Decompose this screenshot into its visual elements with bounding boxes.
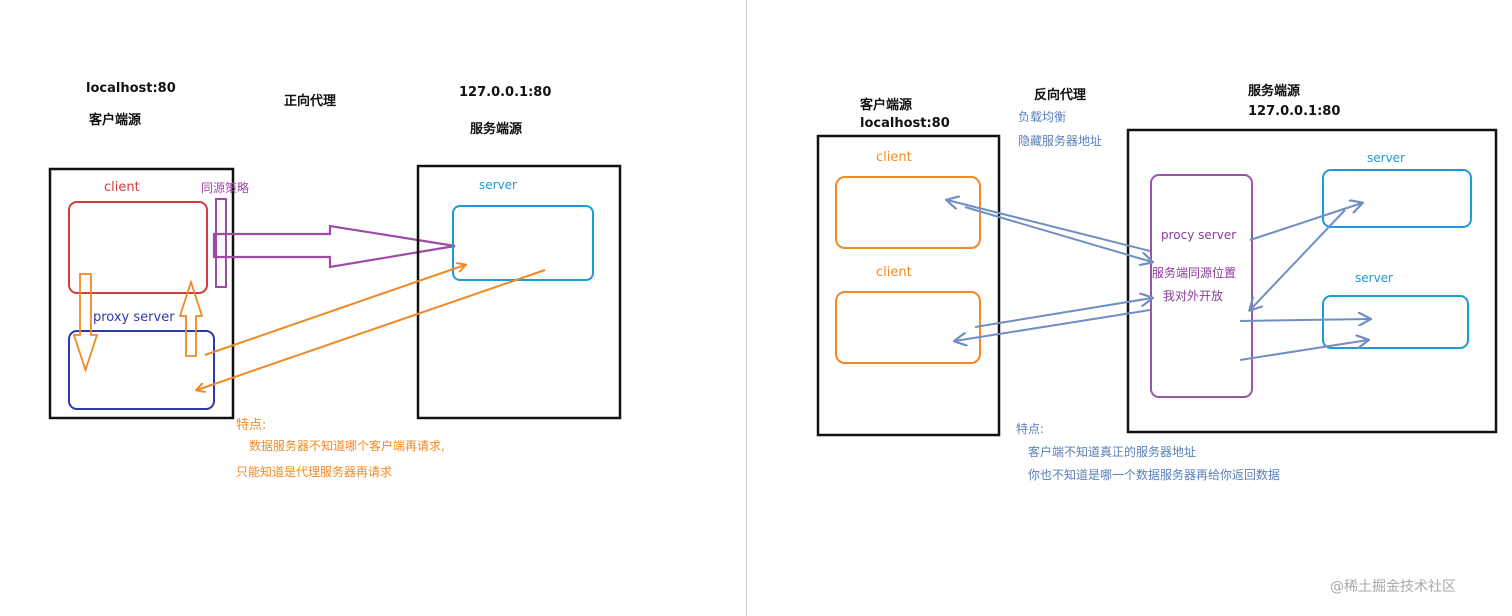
watermark: @稀土掘金技术社区 xyxy=(1330,579,1456,595)
left-client-host: localhost:80 xyxy=(86,81,176,96)
right-notes-line2: 你也不知道是哪一个数据服务器再给你返回数据 xyxy=(1028,468,1281,482)
right-client1-label: client xyxy=(876,150,912,165)
same-origin-policy-bar xyxy=(215,198,227,288)
left-server-label: server xyxy=(479,178,517,192)
server-origin-box-right xyxy=(1126,128,1498,434)
server-box-2 xyxy=(1322,295,1469,349)
reverse-proxy-box xyxy=(1150,174,1253,398)
left-proxy-server-label: proxy server xyxy=(93,310,175,325)
client-to-proxy-arrow xyxy=(72,273,99,373)
right-notes-title: 特点: xyxy=(1016,422,1045,436)
server-to-proxy-arrow xyxy=(197,269,546,390)
right-notes-line1: 客户端不知道真正的服务器地址 xyxy=(1028,445,1197,459)
proxy-to-server1-arrow xyxy=(1249,203,1362,241)
client-box-2 xyxy=(835,291,981,364)
same-origin-policy-label: 同源策略 xyxy=(201,181,250,195)
left-client-origin-label: 客户端源 xyxy=(89,113,142,128)
proxy-to-client1-arrow xyxy=(947,200,1151,252)
proxy-to-server2-arrow xyxy=(1239,319,1370,321)
forward-proxy-title: 正向代理 xyxy=(284,94,337,109)
feature-load-balance: 负载均衡 xyxy=(1018,110,1067,124)
left-client-label: client xyxy=(104,180,140,195)
right-server1-label: server xyxy=(1367,151,1405,165)
right-server-host: 127.0.0.1:80 xyxy=(1248,104,1341,119)
client2-to-proxy-arrow xyxy=(974,298,1152,328)
right-client-host: localhost:80 xyxy=(860,116,950,131)
server-box-1 xyxy=(1322,169,1472,228)
server-box xyxy=(452,205,594,281)
right-server-origin-label: 服务端源 xyxy=(1248,84,1301,99)
left-server-origin-label: 服务端源 xyxy=(470,122,523,137)
reverse-proxy-title: 反向代理 xyxy=(1034,88,1087,103)
client-origin-box-right xyxy=(816,134,1001,437)
panel-divider xyxy=(746,0,747,616)
left-notes-body: 数据服务器不知道哪个客户端再请求, 只能知道是代理服务器再请求 xyxy=(236,439,445,479)
server-outer-box xyxy=(416,164,622,420)
client-origin-box xyxy=(48,167,235,420)
feature-hide-server: 隐藏服务器地址 xyxy=(1018,134,1103,148)
right-client2-label: client xyxy=(876,265,912,280)
proxy-note-line2: 我对外开放 xyxy=(1163,289,1224,303)
proxy-to-server-arrow xyxy=(204,265,465,356)
proxy-to-client-arrow xyxy=(178,279,204,357)
policy-block-arrow xyxy=(212,224,456,269)
proxy-server-box xyxy=(68,330,215,410)
client1-to-proxy-arrow xyxy=(964,206,1152,262)
proxy-note-line1: 服务端同源位置 xyxy=(1152,266,1237,280)
proxy-to-client2-arrow xyxy=(955,309,1151,341)
reverse-proxy-label: procy server xyxy=(1161,228,1237,242)
server1-to-proxy-arrow xyxy=(1250,209,1346,310)
proxy-to-server2-arrow-b xyxy=(1239,340,1368,361)
right-client-origin-label: 客户端源 xyxy=(860,98,913,113)
right-server2-label: server xyxy=(1355,271,1393,285)
left-server-host: 127.0.0.1:80 xyxy=(459,85,552,100)
client-box xyxy=(68,201,208,294)
client-box-1 xyxy=(835,176,981,249)
left-notes-title: 特点: xyxy=(236,418,267,433)
